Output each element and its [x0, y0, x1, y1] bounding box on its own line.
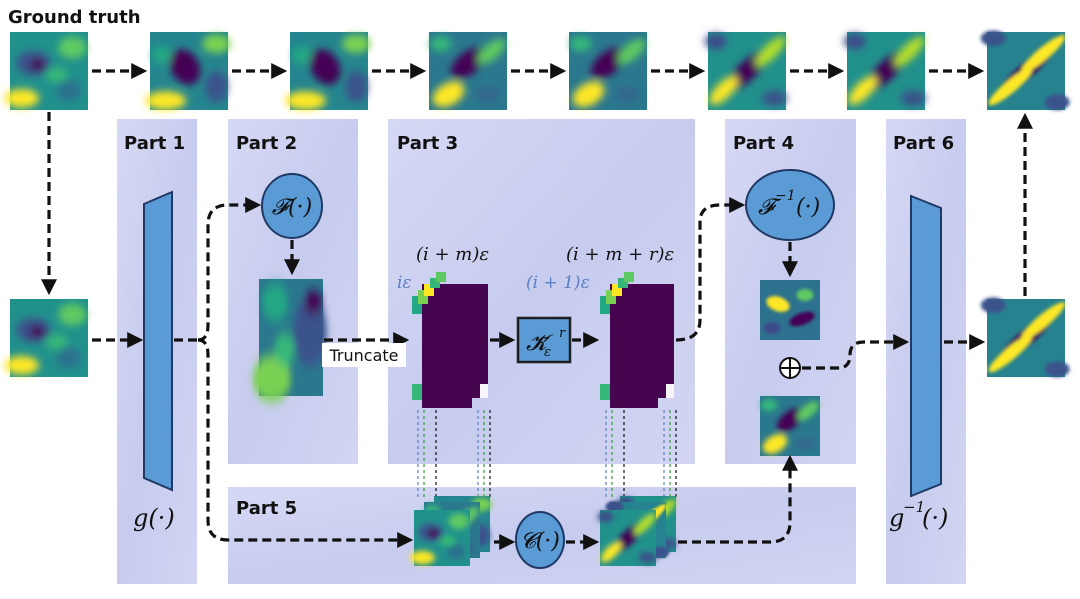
decoder-trapezoid-icon [910, 194, 942, 498]
branch-down-arrow [197, 338, 414, 548]
part5-right-stack [598, 496, 679, 566]
koopman-box-icon [516, 316, 572, 364]
svg-text:−1: −1 [775, 188, 796, 204]
truncate-label: Truncate [329, 346, 399, 365]
svg-text:(·): (·) [922, 504, 948, 532]
input-field-tile [5, 299, 88, 377]
time-i-m-label: (i + m)ε [416, 244, 489, 265]
part6-title: Part 6 [893, 133, 954, 154]
part1-title: Part 1 [124, 133, 185, 154]
gt-frame-7 [844, 32, 929, 110]
gt-frame-3 [285, 32, 370, 110]
time-i-1-label: (i + 1)ε [526, 273, 590, 293]
output-field-tile [981, 297, 1070, 377]
fourier-ellipse-icon [261, 173, 323, 239]
matrix-left [412, 272, 488, 408]
matrix-to-inverse-arrow [675, 197, 746, 342]
gt-frame-2 [145, 32, 230, 110]
time-i-label: iε [397, 273, 412, 293]
conv-ellipse-icon [515, 511, 565, 569]
part4-title: Part 4 [733, 133, 794, 154]
ground-truth-title: Ground truth [8, 7, 141, 28]
fourier-label: 𝓕(·) [272, 195, 312, 220]
svg-text:r: r [559, 326, 566, 341]
part3-title: Part 3 [397, 133, 458, 154]
gt-frame-6 [705, 32, 790, 110]
time-i-m-r-label: (i + m + r)ε [566, 244, 674, 265]
matrix-right [600, 272, 674, 408]
gt-frame-1 [5, 32, 88, 110]
part4-lower-tile [759, 396, 822, 458]
svg-text:(·): (·) [796, 195, 820, 220]
gt-frame-5 [568, 32, 649, 112]
oplus-icon [779, 357, 801, 379]
decoder-label: g −1 (·) [889, 498, 948, 532]
branch-up-arrow [197, 197, 262, 342]
sum-to-decoder-arrow [802, 334, 910, 370]
inverse-fourier-ellipse-icon [745, 169, 835, 241]
encoder-trapezoid-icon [143, 190, 173, 492]
gt-frame-4 [428, 32, 509, 112]
stack-to-part4-arrow [678, 454, 798, 544]
truncate-label-bg [322, 343, 406, 367]
part4-upper-tile [760, 280, 820, 340]
conv-label: 𝓒(·) [520, 529, 560, 554]
svg-text:−1: −1 [903, 498, 925, 516]
gt-frame-8 [981, 30, 1070, 110]
spectrum-tile [253, 279, 327, 402]
koopman-label: 𝓚̄ ε r [526, 326, 566, 360]
svg-text:g: g [889, 504, 904, 532]
part5-title: Part 5 [236, 498, 297, 519]
ground-truth-row [5, 30, 1070, 112]
svg-text:ε: ε [544, 345, 551, 360]
part2-title: Part 2 [236, 133, 297, 154]
encoder-label: g(·) [133, 504, 175, 532]
matrix-to-stack-connectors [417, 410, 677, 500]
